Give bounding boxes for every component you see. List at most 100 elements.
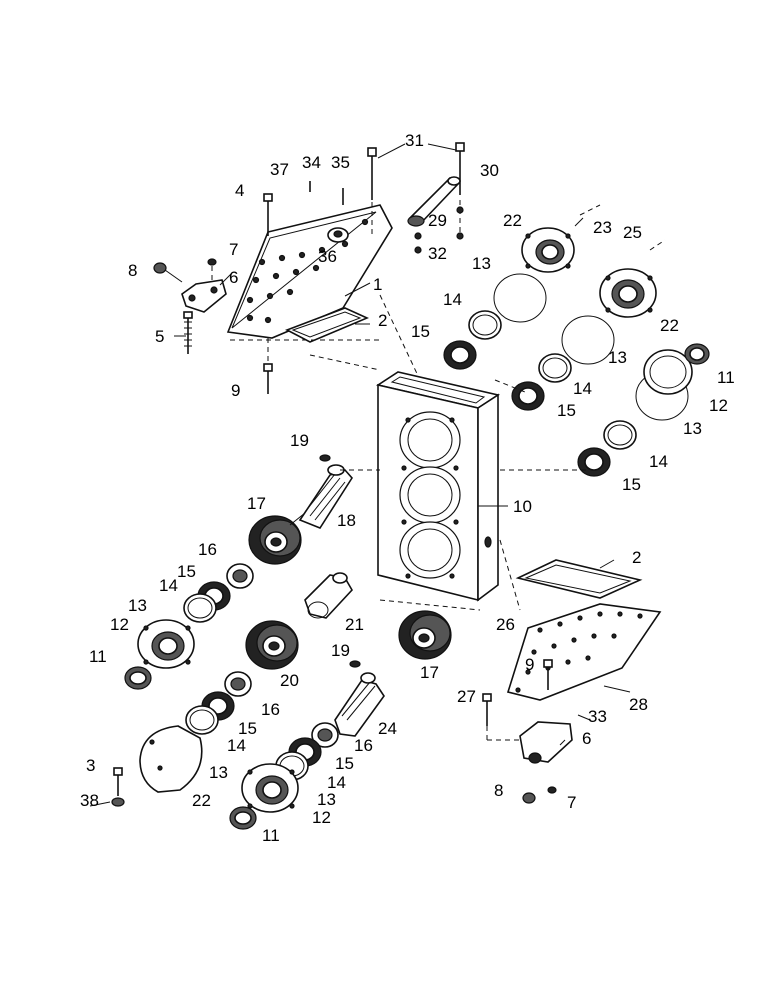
callout-16-upper: 16 xyxy=(198,540,217,559)
gear-17-lower xyxy=(398,610,452,660)
callout-13-f: 13 xyxy=(317,790,336,809)
right-seal-cap xyxy=(643,343,710,395)
callout-2-lower: 2 xyxy=(632,548,641,567)
callout-38: 38 xyxy=(80,791,99,810)
callout-12-b: 12 xyxy=(110,615,129,634)
callout-27: 27 xyxy=(457,687,476,706)
callout-32: 32 xyxy=(428,244,447,263)
callout-22-middle: 22 xyxy=(660,316,679,335)
callout-14-e: 14 xyxy=(227,736,246,755)
callout-35: 35 xyxy=(331,153,350,172)
callout-33: 33 xyxy=(588,707,607,726)
callout-12-a: 12 xyxy=(709,396,728,415)
callout-21: 21 xyxy=(345,615,364,634)
callout-2-upper: 2 xyxy=(378,311,387,330)
callout-16-middle: 16 xyxy=(261,700,280,719)
callout-22-upper: 22 xyxy=(503,211,522,230)
callout-13-b: 13 xyxy=(608,348,627,367)
cap-12-left-upper xyxy=(137,619,195,669)
output-shaft-24 xyxy=(334,672,385,737)
callout-7-upper: 7 xyxy=(229,240,238,259)
callout-20: 20 xyxy=(280,671,299,690)
callout-8-upper: 8 xyxy=(128,261,137,280)
callout-6-lower: 6 xyxy=(582,729,591,748)
cover-bolts xyxy=(263,142,465,394)
callout-22-lower: 22 xyxy=(192,791,211,810)
right-bearing-cap-middle xyxy=(599,268,657,318)
callout-3: 3 xyxy=(86,756,95,775)
callout-15-a: 15 xyxy=(411,322,430,341)
callout-13-c: 13 xyxy=(683,419,702,438)
leader-lines xyxy=(89,143,631,807)
callout-37: 37 xyxy=(270,160,289,179)
bottom-plate xyxy=(506,603,662,701)
callout-18: 18 xyxy=(337,511,356,530)
seal-11-left-lower xyxy=(229,806,257,830)
spacer-16-lower xyxy=(311,722,339,748)
callout-15-e: 15 xyxy=(238,719,257,738)
callout-13-a: 13 xyxy=(472,254,491,273)
spacer-16-upper xyxy=(226,563,254,589)
callout-4: 4 xyxy=(235,181,244,200)
callout-36: 36 xyxy=(318,247,337,266)
callout-15-d: 15 xyxy=(177,562,196,581)
callout-14-d: 14 xyxy=(159,576,178,595)
right-cups-upper xyxy=(443,310,637,477)
callout-14-f: 14 xyxy=(327,773,346,792)
callout-31: 31 xyxy=(405,131,424,150)
top-gasket xyxy=(285,307,369,343)
callout-15-b: 15 xyxy=(557,401,576,420)
lower-bracket xyxy=(519,721,573,804)
callout-30: 30 xyxy=(480,161,499,180)
callout-19-lower: 19 xyxy=(331,641,350,660)
top-cover-plate xyxy=(226,204,393,339)
callout-9-lower: 9 xyxy=(525,655,534,674)
cup-14-left-upper xyxy=(183,593,217,623)
callout-24: 24 xyxy=(378,719,397,738)
callout-6-upper: 6 xyxy=(229,268,238,287)
cover-22-lower xyxy=(139,725,203,793)
seal-11-left-upper xyxy=(124,666,152,690)
shift-lever xyxy=(407,176,464,254)
callout-15-c: 15 xyxy=(622,475,641,494)
callout-13-d: 13 xyxy=(128,596,147,615)
spacer-16-middle xyxy=(224,671,252,697)
gear-20 xyxy=(245,620,299,670)
callout-5: 5 xyxy=(155,327,164,346)
callout-17-lower: 17 xyxy=(420,663,439,682)
callout-11-a: 11 xyxy=(717,368,735,387)
bolt-3-washer-38 xyxy=(111,767,125,807)
callout-14-a: 14 xyxy=(443,290,462,309)
callout-13-e: 13 xyxy=(209,763,228,782)
callout-10: 10 xyxy=(513,497,532,516)
right-bearing-cap-upper xyxy=(521,227,575,273)
callout-12-c: 12 xyxy=(312,808,331,827)
callout-26: 26 xyxy=(496,615,515,634)
callout-8-lower: 8 xyxy=(494,781,503,800)
callout-19-upper: 19 xyxy=(290,431,309,450)
callout-14-b: 14 xyxy=(573,379,592,398)
callout-14-c: 14 xyxy=(649,452,668,471)
callout-17-upper: 17 xyxy=(247,494,266,513)
cap-12-left-lower xyxy=(241,763,299,813)
callout-1: 1 xyxy=(373,275,382,294)
callout-29: 29 xyxy=(428,211,447,230)
callout-7-lower: 7 xyxy=(567,793,576,812)
callout-labels: 31 30 34 35 37 4 22 23 25 29 32 7 36 8 6… xyxy=(80,131,735,845)
callout-16-lower: 16 xyxy=(354,736,373,755)
callout-34: 34 xyxy=(302,153,321,172)
callout-11-c: 11 xyxy=(262,826,280,845)
gear-17-upper xyxy=(248,515,302,565)
cup-14-left-middle xyxy=(185,705,219,735)
callout-23: 23 xyxy=(593,218,612,237)
lower-bolts xyxy=(482,659,553,741)
bottom-gasket xyxy=(515,559,643,599)
upper-bracket xyxy=(153,258,227,354)
callout-25: 25 xyxy=(623,223,642,242)
callout-15-f: 15 xyxy=(335,754,354,773)
callout-9-upper: 9 xyxy=(231,381,240,400)
countershaft-21 xyxy=(304,572,353,619)
callout-11-b: 11 xyxy=(89,647,107,666)
callout-28: 28 xyxy=(629,695,648,714)
